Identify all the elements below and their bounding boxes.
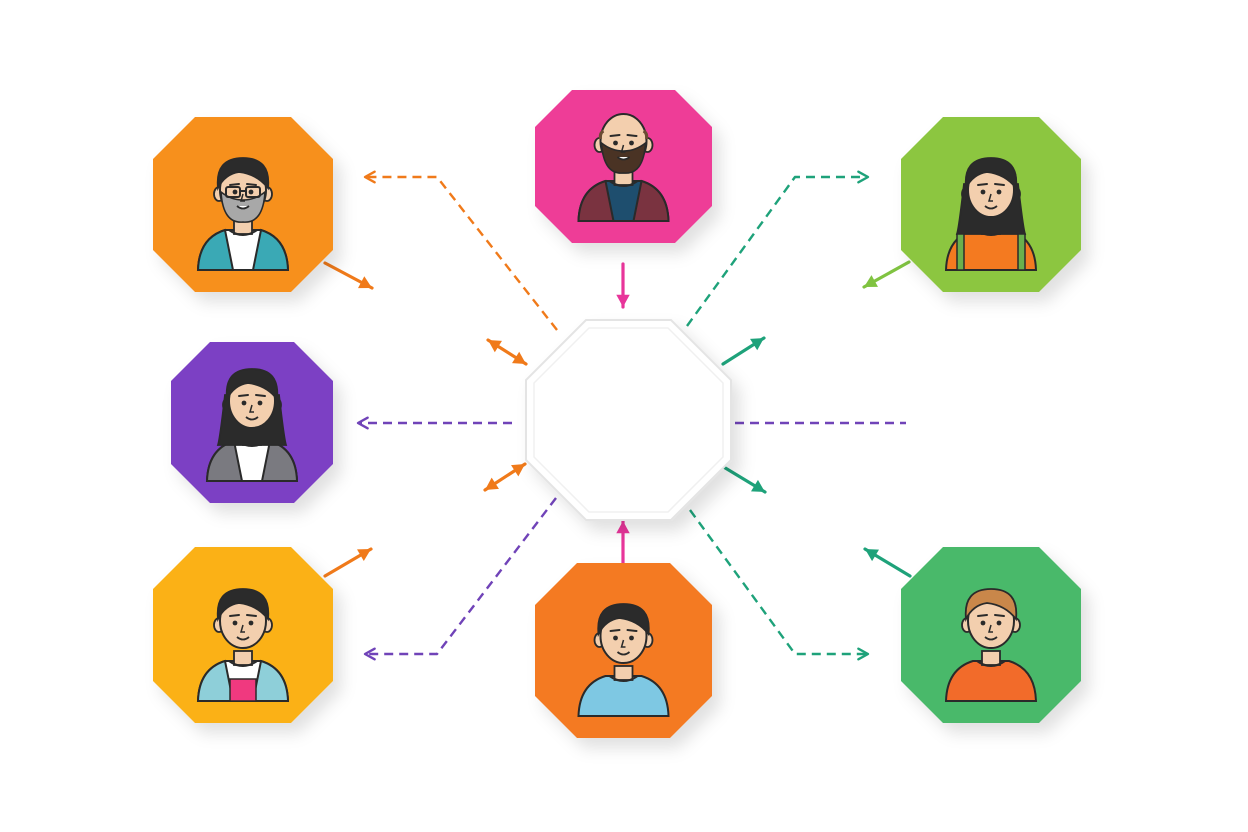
node-top-center[interactable] <box>535 90 712 243</box>
solid-arrow-top-right-node <box>864 262 909 287</box>
solid-arrow-bottom-left-node <box>325 549 371 576</box>
solid-arrow-bottom-right-node <box>865 549 910 576</box>
dashed-connector-middle-left <box>358 418 512 429</box>
solid-arrow-top-left-node <box>325 263 372 288</box>
dashed-connector-top-left <box>365 172 557 330</box>
solid-arrow-hub-lower-left <box>485 464 525 490</box>
hub-layer <box>526 320 731 520</box>
node-bottom-right[interactable] <box>901 547 1081 723</box>
solid-arrow-hub-lower-right <box>722 466 765 492</box>
dashed-connector-bottom-left <box>365 498 556 659</box>
node-top-right[interactable] <box>901 117 1081 292</box>
node-top-left[interactable] <box>153 117 333 292</box>
dashed-connector-bottom-right <box>690 510 868 659</box>
node-bottom-left[interactable] <box>153 547 333 723</box>
node-bottom-center[interactable] <box>535 563 712 738</box>
solid-arrow-hub-upper-right <box>723 338 764 364</box>
solid-arrow-top-center <box>616 264 629 307</box>
solid-arrow-bottom-center <box>616 521 629 563</box>
central-hub <box>526 320 731 520</box>
node-middle-left[interactable] <box>171 342 333 503</box>
dashed-connector-top-right <box>687 172 868 326</box>
solid-arrow-hub-upper-left <box>488 340 526 364</box>
